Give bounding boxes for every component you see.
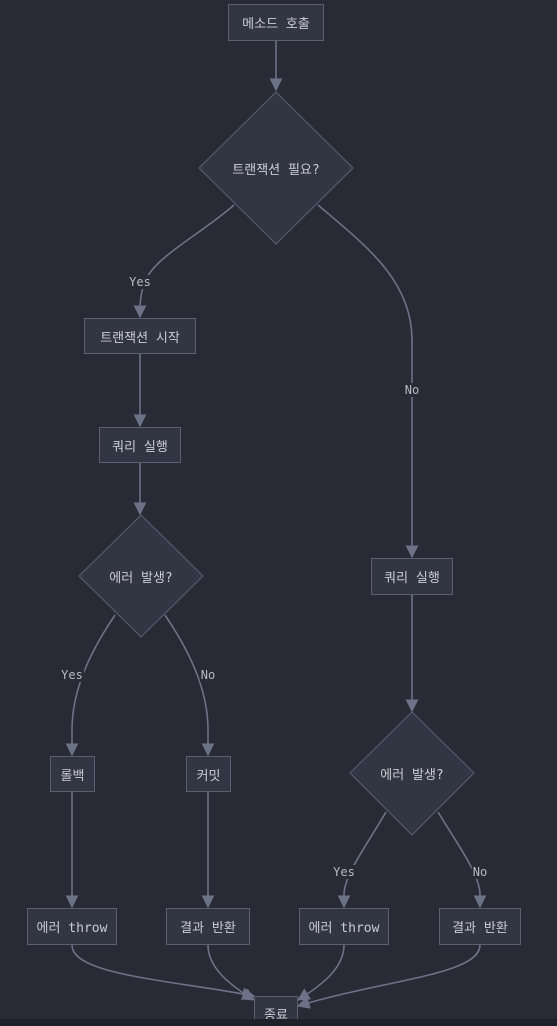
edge-return-notx-to-end [296,944,481,1009]
edge-label-yes: Yes [128,275,152,289]
method-call-node: 메소드 호출 [228,4,324,41]
decision-diamond-shape [349,711,475,836]
query-exec-notx-node: 쿼리 실행 [371,558,453,595]
bottom-scroll-strip [0,1019,557,1026]
decision-label: 트랜잭션 필요? [232,162,320,178]
edge-throw-notx-to-end [296,944,345,1001]
query-exec-tx-node: 쿼리 실행 [99,427,181,463]
edge-label-no: No [199,668,217,682]
edge-decision-no [317,204,419,559]
error-throw-notx-node: 에러 throw [299,908,389,945]
result-return-tx-node: 결과 반환 [166,908,250,945]
error-occurred-notx-decision: 에러 발생? [349,711,475,836]
edge-throw-tx-to-end [71,944,256,1001]
rollback-node: 롤백 [50,756,95,792]
decision-label: 에러 발생? [380,768,444,783]
decision-diamond-shape [78,514,204,638]
edge-error-notx-yes [337,811,387,909]
edge-return-tx-to-end [207,944,256,1001]
edge-label-no: No [471,865,489,879]
decision-label: 에러 발생? [109,570,173,586]
result-return-notx-node: 결과 반환 [439,908,521,945]
transaction-start-node: 트랜잭션 시작 [84,318,196,354]
transaction-needed-decision: 트랜잭션 필요? [198,91,354,245]
decision-diamond-shape [198,91,354,245]
error-occurred-tx-decision: 에러 발생? [78,514,204,638]
edge-label-yes: Yes [332,865,356,879]
edge-error-notx-no [437,811,487,909]
error-throw-tx-node: 에러 throw [27,908,117,945]
commit-node: 커밋 [186,756,231,792]
edge-label-yes: Yes [60,668,84,682]
edge-error-tx-no [164,614,215,757]
edge-label-no: No [403,383,421,397]
